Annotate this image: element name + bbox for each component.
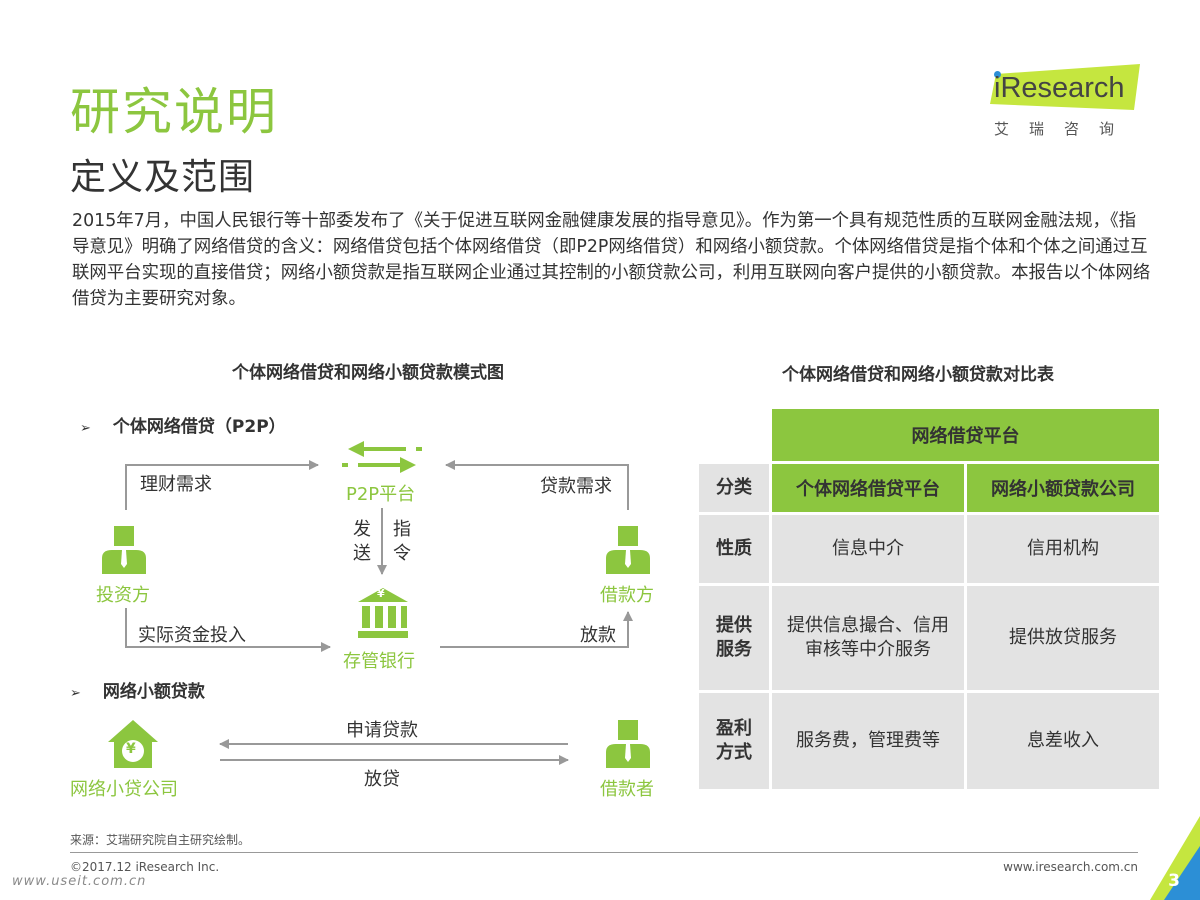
micro-company-house-icon: ¥ <box>106 718 160 770</box>
table-cell: 提供信息撮合、信用审核等中介服务 <box>772 586 964 690</box>
finance-need-label: 理财需求 <box>140 474 212 495</box>
bank-label: 存管银行 <box>343 651 415 672</box>
footer-divider <box>70 852 1138 853</box>
table-header-row: 分类 个体网络借贷平台 网络小额贷款公司 <box>699 464 1159 512</box>
logo-cn-text: 艾瑞咨询 <box>994 120 1135 138</box>
table-row-head: 提供 服务 <box>699 586 769 690</box>
bank-yen-symbol: ¥ <box>377 587 385 600</box>
page-number: 3 <box>1168 871 1180 891</box>
table-cell: 息差收入 <box>967 693 1159 789</box>
table-col-micro: 网络小额贷款公司 <box>967 464 1159 512</box>
send-char-1: 发 <box>353 519 371 540</box>
diagram-title: 个体网络借贷和网络小额贷款模式图 <box>232 363 504 383</box>
investor-person-icon <box>102 526 146 574</box>
table-col-p2p: 个体网络借贷平台 <box>772 464 964 512</box>
apply-loan-label: 申请贷款 <box>346 720 418 741</box>
swap-arrows-icon <box>342 441 422 473</box>
logo-badge-shape <box>990 64 1140 110</box>
micro-heading: ➢网络小额贷款 <box>70 682 205 702</box>
investor-label: 投资方 <box>96 585 150 606</box>
comparison-table: 网络借贷平台 分类 个体网络借贷平台 网络小额贷款公司 性质 信息中介 信用机构… <box>696 406 1162 792</box>
loan-need-label: 贷款需求 <box>540 476 612 497</box>
logo-dot-icon <box>994 71 1001 78</box>
micro-borrower-label: 借款者 <box>600 779 654 800</box>
p2p-heading: ➢个体网络借贷（P2P） <box>80 417 286 437</box>
order-char-2: 令 <box>393 543 411 564</box>
source-note: 来源：艾瑞研究院自主研究绘制。 <box>70 833 251 847</box>
intro-paragraph: 2015年7月，中国人民银行等十部委发布了《关于促进互联网金融健康发展的指导意见… <box>72 211 1151 309</box>
table-category-label: 分类 <box>699 464 769 512</box>
borrower-person-icon <box>606 526 650 574</box>
micro-borrower-person-icon <box>606 720 650 768</box>
logo-brand-text: iResearch <box>994 72 1125 104</box>
bullet-arrow-icon: ➢ <box>80 421 91 436</box>
corner-decoration-shape <box>1150 816 1200 900</box>
release-loan-label: 放贷 <box>364 769 400 790</box>
table-cell: 服务费，管理费等 <box>772 693 964 789</box>
bank-icon: ¥ <box>356 586 410 640</box>
table-row: 提供 服务 提供信息撮合、信用审核等中介服务 提供放贷服务 <box>699 586 1159 690</box>
iresearch-logo: iResearch 艾瑞咨询 <box>986 62 1146 142</box>
table-group-header-row: 网络借贷平台 <box>699 409 1159 461</box>
order-char-1: 指 <box>393 519 411 540</box>
table-row-head: 盈利 方式 <box>699 693 769 789</box>
borrower-label: 借款方 <box>600 585 654 606</box>
table-cell: 提供放贷服务 <box>967 586 1159 690</box>
page-title: 研究说明 <box>70 83 278 141</box>
table-row: 盈利 方式 服务费，管理费等 息差收入 <box>699 693 1159 789</box>
table-row: 性质 信息中介 信用机构 <box>699 515 1159 583</box>
actual-fund-label: 实际资金投入 <box>138 625 246 646</box>
micro-company-label: 网络小贷公司 <box>70 779 178 800</box>
copyright-text: ©2017.12 iResearch Inc. <box>70 860 220 874</box>
website-link[interactable]: www.iresearch.com.cn <box>1003 860 1138 874</box>
table-blank-cell <box>699 409 769 461</box>
table-row-head: 性质 <box>699 515 769 583</box>
house-yen-symbol: ¥ <box>126 741 136 757</box>
send-char-2: 送 <box>353 543 371 564</box>
watermark-text: www.useit.com.cn <box>12 874 147 889</box>
table-group-header: 网络借贷平台 <box>772 409 1159 461</box>
lend-label: 放款 <box>580 625 616 646</box>
table-cell: 信息中介 <box>772 515 964 583</box>
table-title: 个体网络借贷和网络小额贷款对比表 <box>782 365 1054 385</box>
p2p-platform-label: P2P平台 <box>346 484 416 505</box>
bullet-arrow-icon: ➢ <box>70 686 81 701</box>
page-subtitle: 定义及范围 <box>70 157 256 198</box>
table-cell: 信用机构 <box>967 515 1159 583</box>
